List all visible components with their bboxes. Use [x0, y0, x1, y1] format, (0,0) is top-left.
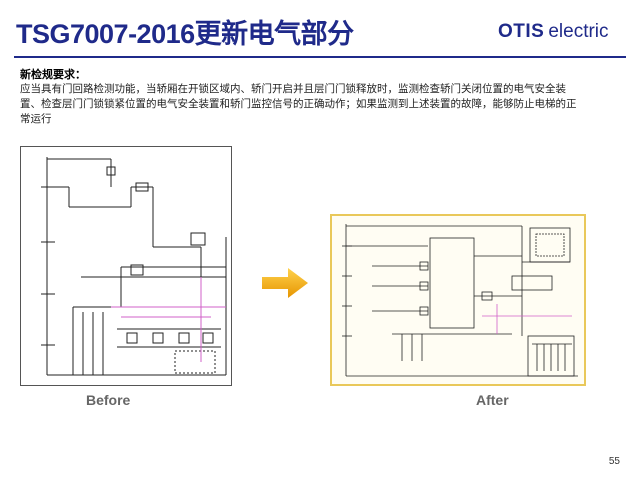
logo-suffix: electric	[548, 21, 609, 42]
arrow-right-icon	[262, 268, 308, 298]
title-divider	[14, 56, 626, 58]
after-schematic-drawing	[342, 224, 578, 377]
before-label: Before	[86, 392, 131, 408]
page-number: 55	[608, 456, 620, 467]
logo-brand: OTIS	[498, 21, 545, 42]
requirement-heading: 新检规要求：	[20, 68, 86, 81]
requirement-text: 应当具有门回路检测功能，当轿厢在开锁区域内、轿门开启并且层门门锁释放时，监测检查…	[20, 83, 577, 125]
after-schematic	[330, 214, 586, 386]
after-label: After	[476, 392, 509, 408]
before-schematic	[20, 146, 232, 386]
slide-title: TSG7007-2016更新电气部分	[16, 19, 354, 49]
before-schematic-drawing	[41, 157, 227, 376]
